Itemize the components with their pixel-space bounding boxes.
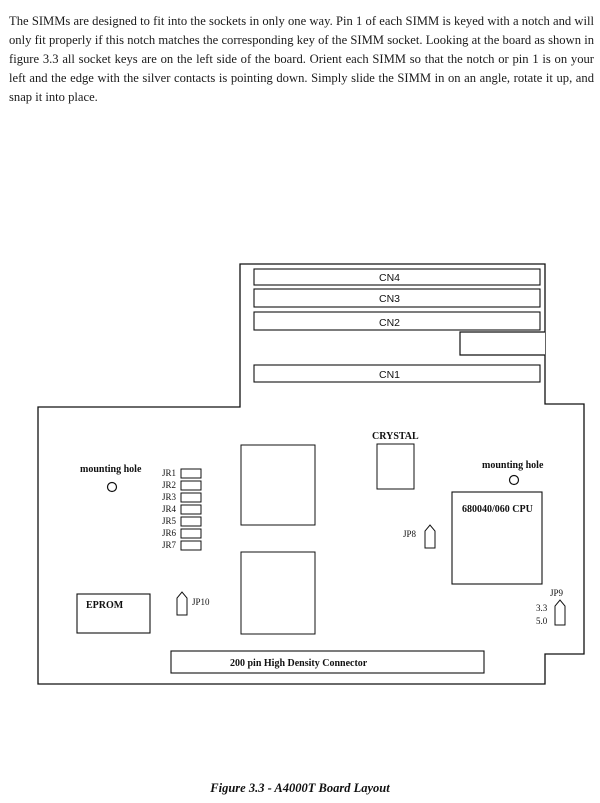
high-density-connector xyxy=(170,650,485,674)
cpu-label: 680040/060 CPU xyxy=(462,504,533,515)
chip-lower xyxy=(240,551,316,635)
crystal xyxy=(376,443,415,490)
cpu-chip xyxy=(451,491,543,585)
jp9-label: JP9 xyxy=(550,588,564,598)
jp8-label: JP8 xyxy=(403,529,417,539)
jumper-label-jr2: JR2 xyxy=(162,480,176,490)
jumper-label-jr5: JR5 xyxy=(162,516,177,526)
chip-upper xyxy=(240,444,316,526)
mounting-hole-left xyxy=(106,481,118,493)
eprom-label: EPROM xyxy=(86,600,124,611)
jumper-label-jr4: JR4 xyxy=(162,504,177,514)
slot-label-cn4: CN4 xyxy=(379,272,400,284)
mounting-hole-left-label: mounting hole xyxy=(80,464,142,475)
jp9-option-5v0: 5.0 xyxy=(536,616,548,626)
mounting-hole-right-label: mounting hole xyxy=(482,460,544,471)
slot-label-cn3: CN3 xyxy=(379,293,400,305)
jumper-label-jr3: JR3 xyxy=(162,492,177,502)
jp9-option-3v3: 3.3 xyxy=(536,603,548,613)
jumper-label-jr6: JR6 xyxy=(162,528,177,538)
board-outline xyxy=(37,263,585,685)
jp10-jumper xyxy=(176,591,188,616)
slot-label-cn1: CN1 xyxy=(379,369,400,381)
jp10-label: JP10 xyxy=(192,597,210,607)
crystal-label: CRYSTAL xyxy=(372,431,419,442)
connector-label: 200 pin High Density Connector xyxy=(230,658,368,669)
mounting-hole-right xyxy=(508,474,520,486)
simm-slot-cn1: CN1 xyxy=(253,364,541,383)
simm-slot-cn2: CN2 xyxy=(253,311,541,331)
jp8-jumper xyxy=(424,524,436,549)
figure-caption: Figure 3.3 - A4000T Board Layout xyxy=(210,781,390,795)
jumper-label-jr1: JR1 xyxy=(162,468,176,478)
eprom-chip xyxy=(76,593,151,634)
board-notch xyxy=(459,331,545,356)
slot-label-cn2: CN2 xyxy=(379,317,400,329)
instruction-paragraph: The SIMMs are designed to fit into the s… xyxy=(9,14,594,104)
jumper-block-jr: JR1 JR2 JR3 JR4 JR5 JR6 JR7 xyxy=(162,468,202,551)
jumper-label-jr7: JR7 xyxy=(162,540,177,550)
jp9-jumper xyxy=(554,599,566,626)
simm-slot-cn3: CN3 xyxy=(253,288,541,308)
simm-slot-cn4: CN4 xyxy=(253,268,541,286)
